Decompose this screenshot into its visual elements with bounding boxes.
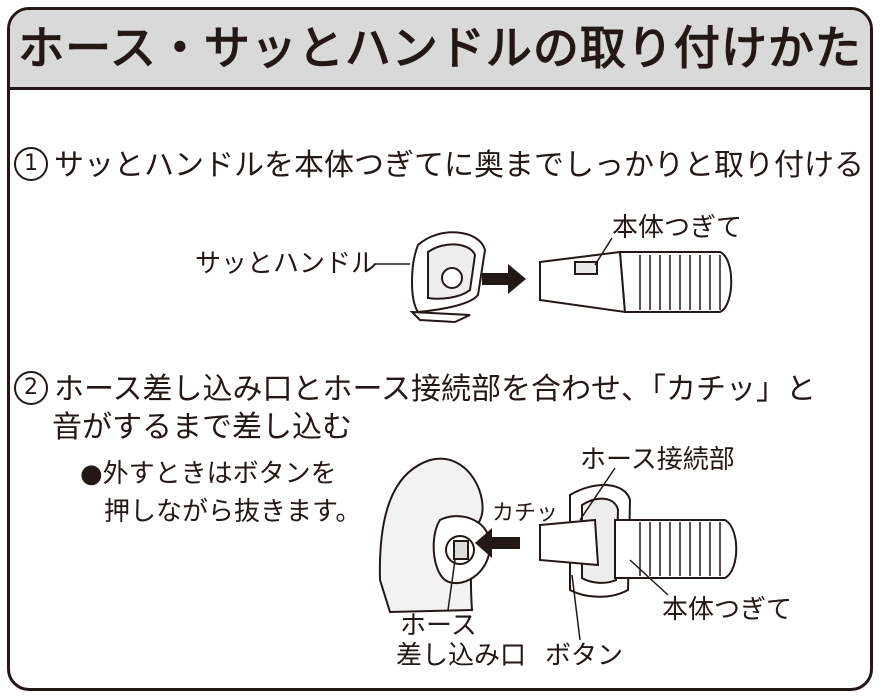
page-title: ホース・サッとハンドルの取り付けかた bbox=[18, 21, 862, 75]
label-body-joint-2: 本体つぎて bbox=[662, 595, 793, 625]
leader-lines bbox=[447, 467, 669, 641]
step-1-text: サッとハンドルを本体つぎてに奥までしっかりと取り付ける bbox=[54, 148, 864, 183]
vacuum-body-illustration bbox=[378, 457, 492, 614]
note-line2: 押しながら抜きます。 bbox=[104, 497, 362, 527]
arrow-right-icon bbox=[482, 264, 526, 294]
label-body-joint: 本体つぎて bbox=[612, 213, 743, 243]
label-handle: サッとハンドル bbox=[195, 249, 378, 279]
step-2-text-line1: ホース差し込み口とホース接続部を合わせ、「カチッ」と bbox=[54, 372, 816, 407]
label-button: ボタン bbox=[545, 641, 624, 671]
arrow-left-icon bbox=[475, 528, 520, 558]
label-inlet-line1: ホース bbox=[400, 611, 477, 641]
hose-connector-illustration bbox=[539, 483, 738, 598]
step-number: 1 bbox=[14, 146, 48, 181]
step-2-text-line2: 音がするまで差し込む bbox=[52, 410, 352, 445]
title-bar: ホース・サッとハンドルの取り付けかた bbox=[10, 10, 870, 90]
label-hose-connector: ホース接続部 bbox=[580, 445, 735, 475]
step-number: 2 bbox=[14, 370, 48, 405]
label-click: カチッ bbox=[492, 501, 559, 526]
handle-illustration bbox=[409, 231, 487, 324]
note-line1: ●外すときはボタンを bbox=[80, 459, 337, 489]
joint-leader-line bbox=[594, 237, 613, 266]
label-inlet-line2: 差し込み口 bbox=[396, 641, 527, 671]
body-joint-illustration bbox=[539, 250, 733, 314]
